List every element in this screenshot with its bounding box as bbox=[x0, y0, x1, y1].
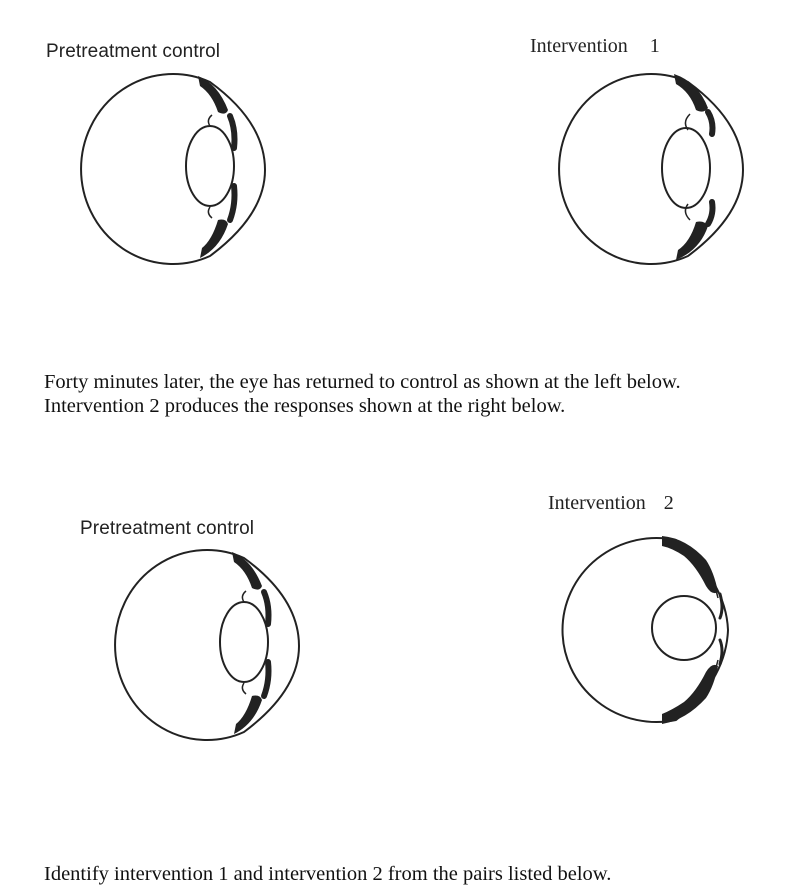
intervention-word: Intervention bbox=[548, 492, 646, 514]
suspensory-ligament-lower bbox=[241, 682, 247, 695]
ciliary-body-upper bbox=[232, 552, 262, 590]
suspensory-ligament-lower bbox=[684, 203, 691, 221]
iris-lower bbox=[227, 183, 238, 223]
intervention-number: 2 bbox=[663, 492, 674, 514]
lens bbox=[219, 601, 269, 683]
iris-lower bbox=[261, 659, 272, 699]
iris-lower bbox=[705, 199, 716, 227]
lens bbox=[185, 125, 235, 207]
intervention-word: Intervention bbox=[530, 35, 628, 57]
suspensory-ligament-lower bbox=[207, 206, 213, 219]
lens bbox=[661, 127, 711, 209]
panel-label-top-left: Pretreatment control bbox=[46, 41, 221, 62]
paragraph-line-2: Intervention 2 produces the responses sh… bbox=[44, 395, 566, 417]
eye-outline bbox=[80, 73, 267, 265]
iris-upper bbox=[718, 592, 724, 620]
ciliary-body-upper bbox=[662, 536, 718, 594]
iris-upper bbox=[705, 109, 716, 137]
suspensory-ligament-upper bbox=[684, 113, 691, 131]
eye-diagram-control-bottom bbox=[114, 549, 301, 741]
ciliary-body-lower bbox=[676, 221, 708, 260]
ciliary-body-lower bbox=[662, 664, 718, 724]
eye-diagram-intervention-1 bbox=[558, 73, 745, 265]
ciliary-body-upper bbox=[198, 76, 228, 114]
panel-label-bottom-left: Pretreatment control bbox=[80, 518, 255, 539]
eye-diagram-control-top bbox=[80, 73, 267, 265]
eye-outline bbox=[558, 73, 745, 265]
iris-lower bbox=[718, 638, 724, 666]
ciliary-body-lower bbox=[234, 695, 262, 734]
lens-rounded bbox=[651, 595, 717, 661]
panel-label-bottom-right: Intervention 2 bbox=[548, 492, 674, 515]
question-text: Identify intervention 1 and intervention… bbox=[44, 863, 612, 885]
eye-diagram-intervention-2 bbox=[561, 536, 730, 724]
iris-upper bbox=[227, 113, 238, 151]
iris-upper bbox=[261, 589, 272, 627]
suspensory-ligament-upper bbox=[241, 590, 247, 603]
intervention-number: 1 bbox=[649, 35, 660, 57]
transition-paragraph: Forty minutes later, the eye has returne… bbox=[44, 370, 681, 418]
suspensory-ligament-upper bbox=[207, 114, 213, 127]
ciliary-body-upper bbox=[674, 74, 708, 112]
eye-outline bbox=[561, 537, 730, 723]
eye-outline bbox=[114, 549, 301, 741]
panel-label-top-right: Intervention 1 bbox=[530, 35, 660, 58]
ciliary-body-lower bbox=[200, 219, 228, 258]
paragraph-line-1: Forty minutes later, the eye has returne… bbox=[44, 371, 681, 393]
